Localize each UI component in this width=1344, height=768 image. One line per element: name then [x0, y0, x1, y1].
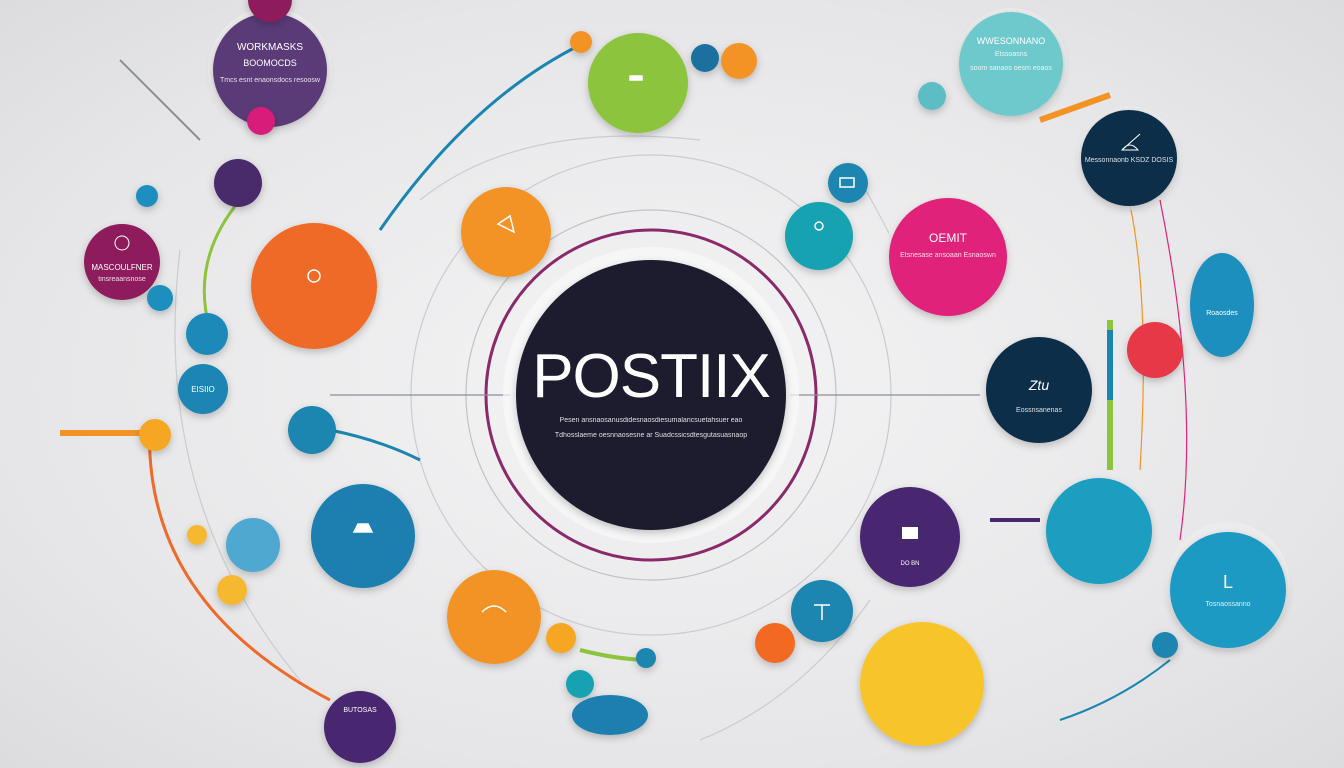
node-icons: [307, 75, 855, 620]
node-dot[interactable]: [721, 43, 757, 79]
satellite-nodes: [136, 0, 1183, 746]
node-dot[interactable]: [136, 185, 158, 207]
node-title: DO BN: [900, 561, 919, 567]
node-dot[interactable]: [1152, 632, 1178, 658]
node-title: OEMIT: [929, 231, 968, 245]
arrow-icon: [481, 605, 507, 613]
node-dot[interactable]: [288, 406, 336, 454]
node-dot[interactable]: [214, 159, 262, 207]
node-dot[interactable]: [570, 31, 592, 53]
node-subtitle: BOOMOCDS: [243, 58, 297, 68]
node-dot[interactable]: [691, 44, 719, 72]
node-text: Tosnaossanno: [1205, 601, 1250, 608]
node-title: L: [1223, 572, 1233, 592]
node-dot[interactable]: [566, 670, 594, 698]
node-dot[interactable]: [226, 518, 280, 572]
node-title: EISIIO: [191, 385, 215, 394]
bag-icon: [352, 523, 374, 533]
globe-icon: [114, 235, 130, 251]
node-dot[interactable]: [248, 0, 292, 22]
node-text: Tmcs esnt enaonsdocs resoosw: [220, 77, 321, 84]
node-blue[interactable]: [1046, 478, 1152, 584]
box-icon: [902, 527, 918, 539]
node-drop[interactable]: [572, 695, 648, 735]
node-do-bn[interactable]: DO BN: [860, 487, 960, 587]
node-red[interactable]: [1127, 322, 1183, 378]
node-dot[interactable]: [828, 163, 868, 203]
node-dot[interactable]: [187, 525, 207, 545]
node-blue-right[interactable]: L Tosnaossanno: [1166, 522, 1290, 650]
node-amber[interactable]: [447, 570, 541, 664]
globe-icon: [307, 269, 321, 283]
tee-icon: [814, 604, 830, 620]
node-text: soom sanaos oesm eoaos: [970, 65, 1052, 72]
node-text: Eossnsanenas: [1016, 407, 1062, 414]
node-mascoulfner[interactable]: MASCOULFNER tinsreaansnose: [84, 224, 160, 300]
center-line-2: Tdhosslaeme oesnnaosesne ar Suadcssicsdt…: [555, 432, 747, 439]
node-dot[interactable]: [247, 107, 275, 135]
center-line-1: Pesen ansnaosanusdidesnaosdiesumalaricsu…: [560, 417, 743, 424]
node-eisiio[interactable]: EISIIO: [178, 364, 228, 414]
node-title: Roaosdes: [1206, 310, 1238, 317]
node-pill[interactable]: Roaosdes: [1190, 253, 1254, 357]
node-dot[interactable]: [636, 648, 656, 668]
node-dot[interactable]: [147, 285, 173, 311]
node-title: Ztu: [1028, 377, 1049, 393]
center-title: POSTIIX: [532, 342, 770, 411]
node-workmasks[interactable]: WORKMASKS BOOMOCDS Tmcs esnt enaonsdocs …: [208, 8, 332, 132]
screen-icon: [839, 177, 855, 188]
node-dot[interactable]: [139, 419, 171, 451]
dot-icon: [814, 221, 824, 231]
node-dot[interactable]: [918, 82, 946, 110]
node-title: WWESONNANO: [977, 36, 1046, 46]
node-purple-bottom[interactable]: BUTOSAS: [324, 691, 396, 763]
node-navy-mid[interactable]: Ztu Eossnsanenas: [982, 333, 1096, 447]
node-title: BUTOSAS: [343, 707, 377, 714]
node-amber[interactable]: [461, 187, 551, 277]
node-navy-top[interactable]: Messonnaonb KSDZ DOSIS: [1077, 106, 1181, 210]
node-yellow[interactable]: [860, 622, 984, 746]
node-orange-large[interactable]: [251, 223, 377, 349]
bar-icon: [629, 75, 643, 81]
node-dot[interactable]: [186, 313, 228, 355]
node-title: WORKMASKS: [237, 42, 303, 53]
tool-icon: [1120, 133, 1141, 151]
node-text: Etsnesase ansoaan Esnaoswn: [900, 252, 996, 259]
node-text: Messonnaonb KSDZ DOSIS: [1085, 157, 1174, 164]
node-title: MASCOULFNER: [91, 263, 153, 272]
node-dot[interactable]: [755, 623, 795, 663]
node-dot[interactable]: [217, 575, 247, 605]
connector-lines: [60, 43, 1188, 741]
node-dot[interactable]: [546, 623, 576, 653]
node-wwesonnano[interactable]: WWESONNANO Etssoasns soom sanaos oesm eo…: [955, 8, 1067, 120]
node-subtitle: Etssoasns: [995, 51, 1028, 58]
node-green[interactable]: [588, 33, 688, 133]
node-oemit[interactable]: OEMIT Etsnesase ansoaan Esnaoswn: [884, 193, 1012, 321]
edit-icon: [496, 214, 516, 234]
node-text: tinsreaansnose: [98, 276, 146, 283]
center-node-postiix[interactable]: POSTIIX Pesen ansnaosanusdidesnaosdiesum…: [503, 247, 799, 543]
node-blue[interactable]: [311, 484, 415, 588]
node-teal[interactable]: [785, 202, 853, 270]
